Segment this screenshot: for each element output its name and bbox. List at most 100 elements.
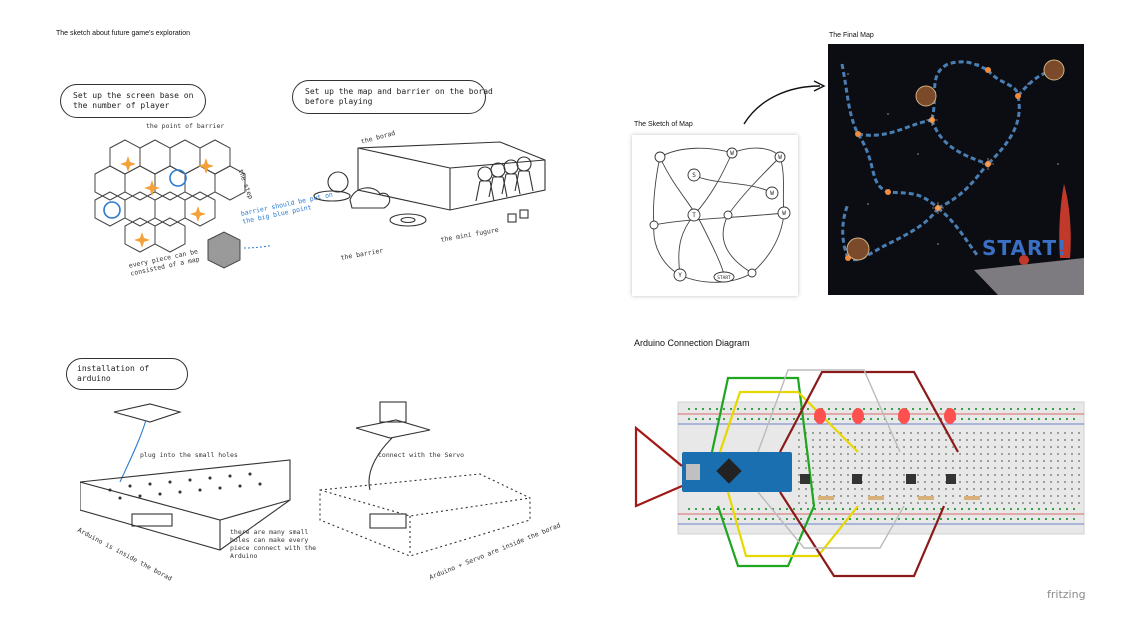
breadboard-hole [917,502,919,504]
breadboard-hole [889,474,891,476]
breadboard-hole [875,502,877,504]
breadboard-hole [945,495,947,497]
rail-hole [723,418,725,420]
breadboard-hole [1008,488,1010,490]
push-buttons [800,474,956,484]
rail-hole [793,518,795,520]
breadboard-hole [833,481,835,483]
breadboard-hole [854,488,856,490]
breadboard-hole [1029,432,1031,434]
rail-hole [1031,508,1033,510]
breadboard-hole [924,460,926,462]
breadboard-hole [994,488,996,490]
planet-barrier [846,237,870,261]
rail-hole [737,418,739,420]
rail-hole [961,408,963,410]
breadboard-hole [973,488,975,490]
breadboard-hole [959,460,961,462]
rail-hole [989,508,991,510]
holes-note: there are many small holes can make ever… [230,528,317,560]
breadboard-hole [826,460,828,462]
breadboard-hole [1036,502,1038,504]
breadboard-hole [903,467,905,469]
hex-cell [94,165,126,201]
rail-hole [926,408,928,410]
breadboard-hole [1071,439,1073,441]
breadboard-hole [931,439,933,441]
breadboard-hole [910,453,912,455]
breadboard-hole [1064,481,1066,483]
rail-hole [1031,518,1033,520]
rail-hole [891,508,893,510]
breadboard-hole [896,467,898,469]
map-node-label: Y [678,272,682,279]
rail-hole [716,518,718,520]
breadboard-hole [924,474,926,476]
breadboard-hole [1001,495,1003,497]
breadboard-hole [1008,474,1010,476]
breadboard-hole [987,432,989,434]
rail-hole [688,418,690,420]
breadboard-hole [917,467,919,469]
barrier-point [103,201,121,219]
breadboard-hole [1064,467,1066,469]
breadboard-hole [1078,474,1080,476]
rail-hole [849,508,851,510]
rail-hole [1017,518,1019,520]
rail-hole [926,418,928,420]
rail-hole [989,518,991,520]
breadboard-hole [847,432,849,434]
map-node-label: T [692,212,696,219]
install-sketch [80,401,531,557]
dice [507,213,517,223]
breadboard-hole [917,481,919,483]
breadboard-hole [840,481,842,483]
breadboard-hole [931,446,933,448]
breadboard-hole [1036,474,1038,476]
breadboard-hole [1001,439,1003,441]
rock-barrier [349,187,391,209]
rail-hole [849,518,851,520]
breadboard-hole [847,495,849,497]
connect-note: connect with the Servo [378,451,465,459]
rail-hole [772,518,774,520]
bubble-map-setup-text: Set up the map and barrier on the borad … [305,87,493,106]
breadboard-hole [938,467,940,469]
rail-hole [947,508,949,510]
breadboard-hole [959,446,961,448]
rail-hole [1059,518,1061,520]
map-node-label: W [778,154,782,161]
breadboard-hole [1071,467,1073,469]
rail-hole [1010,408,1012,410]
breadboard-hole [1043,460,1045,462]
breadboard-hole [1057,453,1059,455]
star-mark [120,156,136,172]
rail-hole [870,408,872,410]
breadboard-hole [1078,502,1080,504]
breadboard-hole [903,481,905,483]
rail-hole [912,508,914,510]
breadboard-hole [952,460,954,462]
breadboard-hole [952,432,954,434]
breadboard-hole [819,453,821,455]
breadboard-hole [847,502,849,504]
rail-hole [807,508,809,510]
breadboard-hole [938,446,940,448]
breadboard-hole [1078,446,1080,448]
breadboard-hole [889,481,891,483]
breadboard-hole [1022,481,1024,483]
rail-hole [877,508,879,510]
breadboard-hole [805,453,807,455]
breadboard-hole [798,460,800,462]
breadboard-hole [1036,488,1038,490]
start-text: START! [982,236,1068,260]
rail-hole [758,508,760,510]
breadboard-hole [1078,481,1080,483]
breadboard-hole [931,453,933,455]
breadboard-hole [1071,460,1073,462]
rail-hole [863,408,865,410]
breadboard-hole [826,488,828,490]
breadboard-hole [931,460,933,462]
rail-hole [737,518,739,520]
breadboard-hole [1022,432,1024,434]
